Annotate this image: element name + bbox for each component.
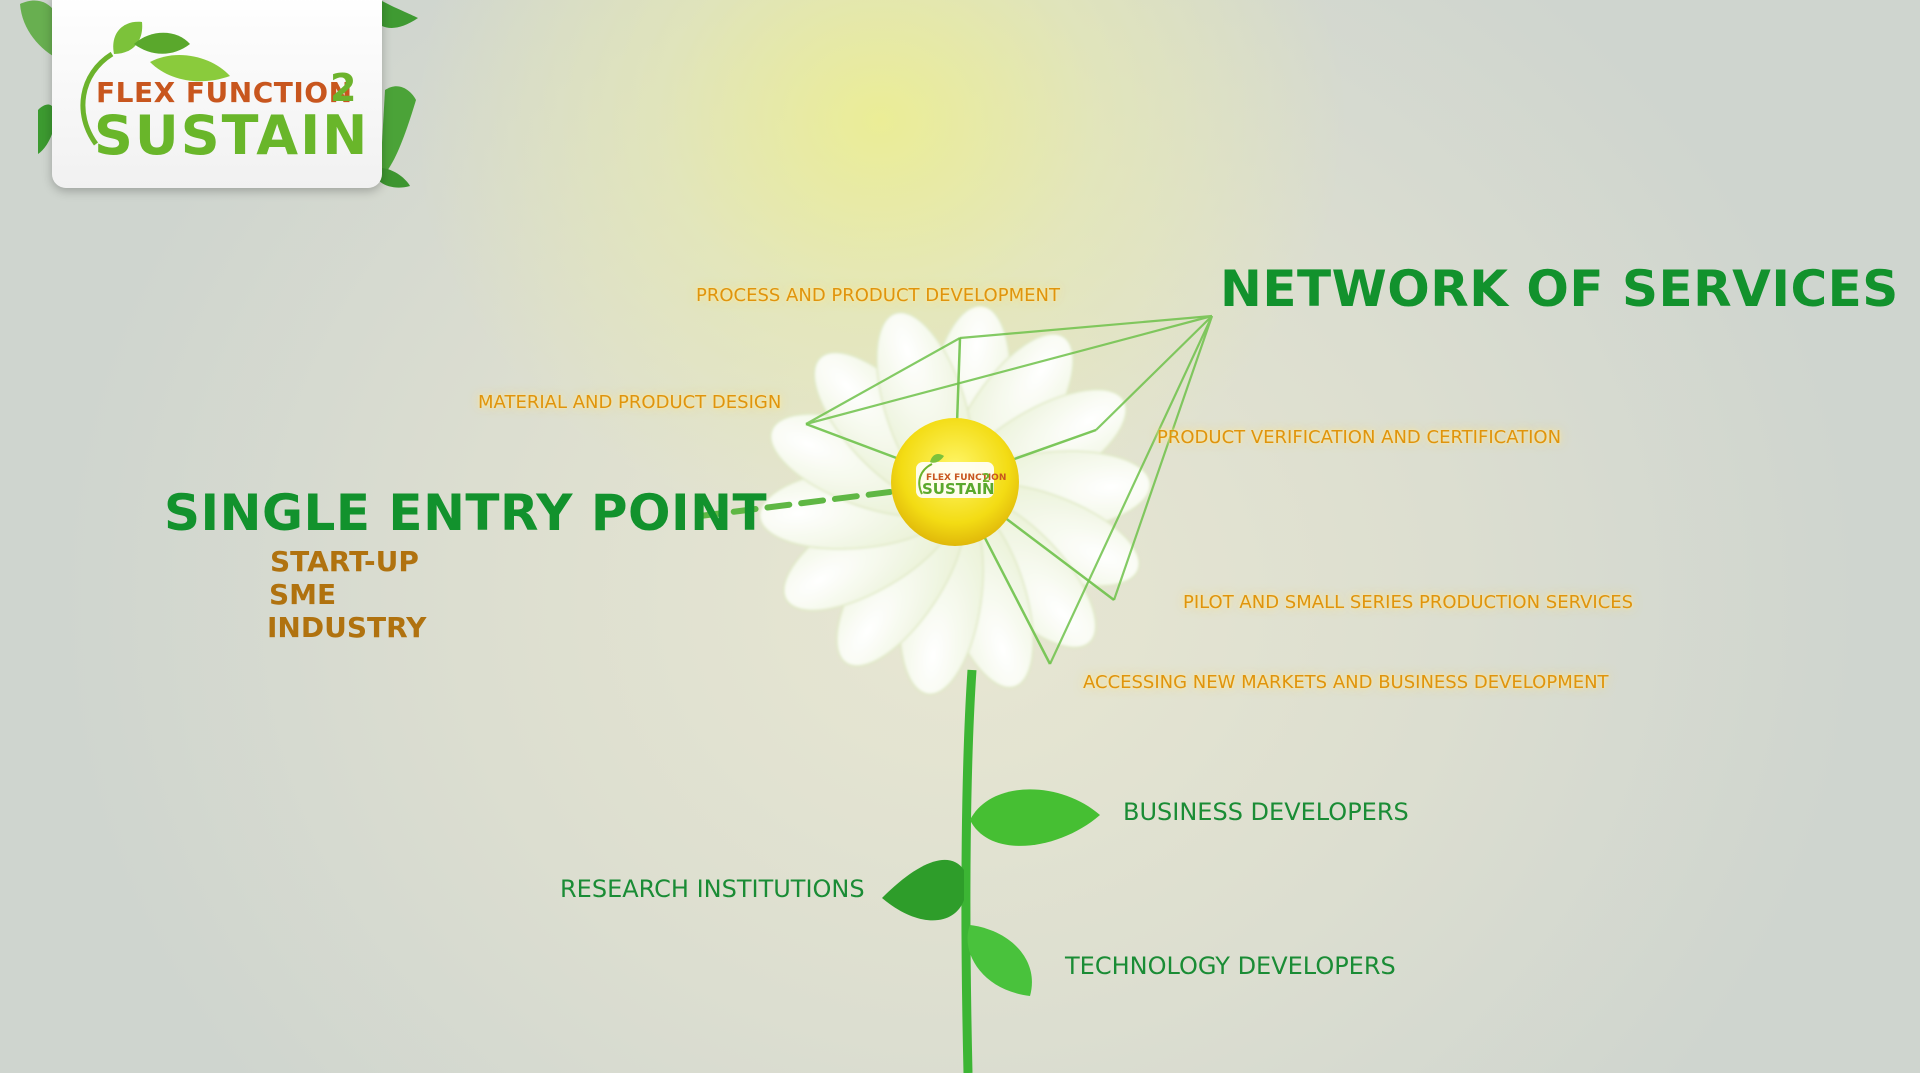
segment-industry: INDUSTRY bbox=[267, 611, 427, 644]
service-process-product-development: PROCESS AND PRODUCT DEVELOPMENT bbox=[696, 285, 1060, 306]
center-logo-number: 2 bbox=[982, 471, 990, 485]
entry-connector bbox=[697, 489, 893, 519]
segment-sme: SME bbox=[269, 578, 337, 611]
leaf-research bbox=[882, 859, 964, 921]
center-logo-badge bbox=[916, 462, 994, 498]
logo-leaf-icon bbox=[80, 21, 230, 146]
label-technology-developers: TECHNOLOGY DEVELOPERS bbox=[1065, 952, 1396, 980]
label-business-developers: BUSINESS DEVELOPERS bbox=[1123, 798, 1409, 826]
service-new-markets: ACCESSING NEW MARKETS AND BUSINESS DEVEL… bbox=[1083, 672, 1609, 693]
service-material-product-design: MATERIAL AND PRODUCT DESIGN bbox=[478, 392, 782, 413]
center-logo-bottom: SUSTAIN bbox=[922, 480, 995, 498]
leaf-business bbox=[970, 789, 1100, 846]
service-pilot-production: PILOT AND SMALL SERIES PRODUCTION SERVIC… bbox=[1183, 592, 1634, 613]
logo-text-top: FLEX FUNCTION bbox=[96, 76, 353, 109]
logo-card: FLEX FUNCTION 2 SUSTAIN bbox=[52, 0, 382, 188]
segment-startup: START-UP bbox=[270, 545, 419, 578]
label-research-institutions: RESEARCH INSTITUTIONS bbox=[560, 875, 865, 903]
flower-stem bbox=[961, 669, 977, 1073]
service-verification-certification: PRODUCT VERIFICATION AND CERTIFICATION bbox=[1157, 427, 1562, 448]
network-lines bbox=[805, 314, 1214, 665]
single-entry-point-heading: SINGLE ENTRY POINT bbox=[164, 484, 768, 542]
center-logo-top: FLEX FUNCTION bbox=[926, 473, 1006, 483]
leaf-technology bbox=[967, 925, 1032, 996]
logo-number: 2 bbox=[330, 66, 357, 110]
logo-text-bottom: SUSTAIN bbox=[94, 104, 370, 167]
network-of-services-heading: NETWORK OF SERVICES bbox=[1220, 260, 1899, 318]
